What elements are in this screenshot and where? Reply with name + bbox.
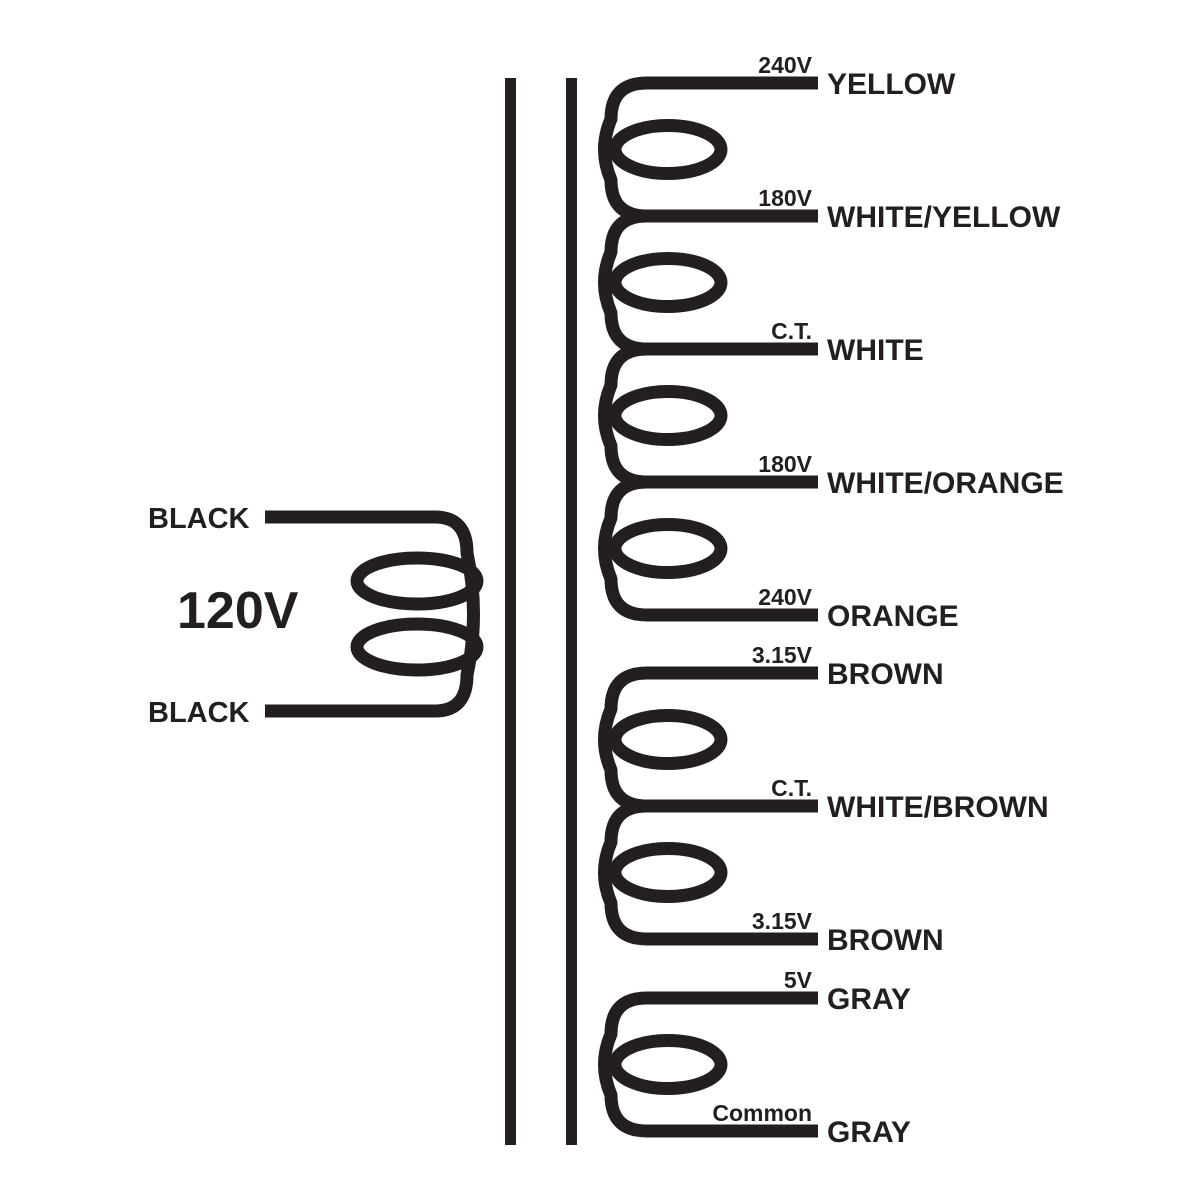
tap-wire-label: BROWN	[827, 924, 944, 957]
secondary-winding-segment	[598, 209, 818, 356]
primary-winding-loop	[350, 617, 484, 677]
tap-voltage-label: 240V	[758, 52, 812, 78]
primary-lead-label-bottom: BLACK	[148, 697, 250, 729]
primary-winding-wire	[265, 510, 480, 718]
tap-wire-label: ORANGE	[827, 600, 959, 633]
secondary-winding-segment	[598, 342, 818, 489]
tap-voltage-label: 240V	[758, 584, 812, 610]
secondary-winding-segment	[598, 799, 818, 946]
tap-wire-label: GRAY	[827, 1116, 911, 1149]
tap-wire-label: WHITE	[827, 334, 924, 367]
secondary-winding-segment	[598, 475, 818, 622]
tap-wire-label: WHITE/ORANGE	[827, 467, 1064, 500]
secondary-winding-loop	[608, 252, 728, 313]
tap-voltage-label: Common	[712, 1100, 812, 1126]
tap-voltage-label: 5V	[784, 967, 813, 993]
secondary-winding-loop	[608, 709, 728, 770]
tap-voltage-label: C.T.	[771, 318, 812, 344]
core-bar-right	[566, 78, 577, 1145]
primary-lead-label-top: BLACK	[148, 503, 250, 535]
primary-winding-loop	[350, 551, 484, 611]
secondary-winding-loop	[608, 119, 728, 180]
primary-voltage-label: 120V	[177, 582, 299, 640]
secondary-winding-segment	[598, 76, 818, 223]
secondary-winding-loop	[608, 1034, 728, 1095]
secondary-winding-loop	[608, 518, 728, 579]
tap-wire-label: WHITE/YELLOW	[827, 201, 1061, 234]
tap-voltage-label: C.T.	[771, 775, 812, 801]
tap-voltage-label: 3.15V	[752, 642, 813, 668]
secondary-winding-segment	[598, 666, 818, 813]
tap-wire-label: GRAY	[827, 983, 911, 1016]
tap-wire-label: YELLOW	[827, 68, 956, 101]
secondary-winding-segment	[598, 991, 818, 1138]
tap-wire-label: BROWN	[827, 658, 944, 691]
secondary-winding-loop	[608, 385, 728, 446]
tap-voltage-label: 180V	[758, 451, 812, 477]
tap-voltage-label: 180V	[758, 185, 812, 211]
tap-voltage-label: 3.15V	[752, 908, 813, 934]
core-bar-left	[505, 78, 516, 1145]
secondary-winding-loop	[608, 842, 728, 903]
tap-wire-label: WHITE/BROWN	[827, 791, 1049, 824]
